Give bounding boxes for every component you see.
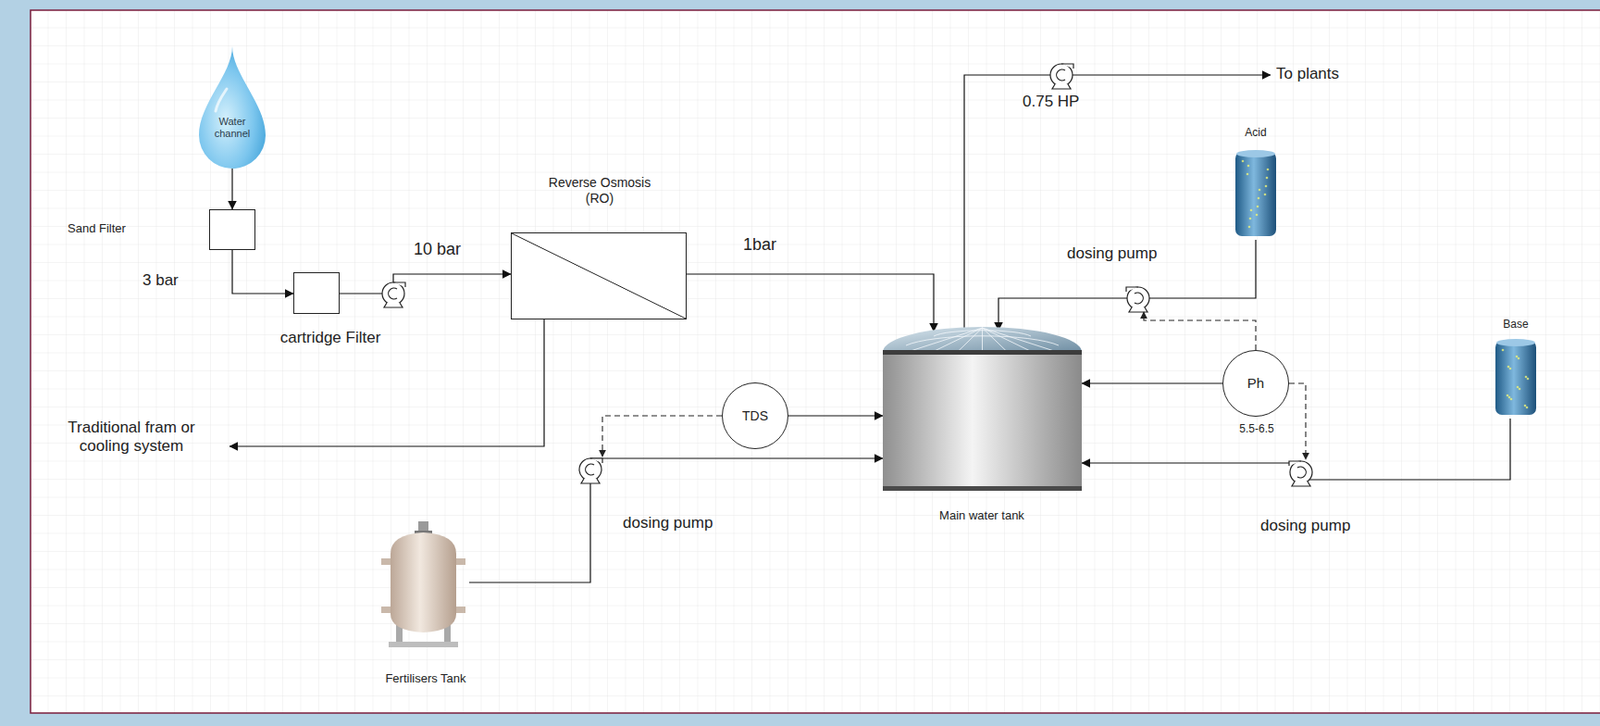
label-holder: 0.75 HP <box>1022 92 1080 112</box>
supply-pump <box>1050 63 1074 89</box>
membrane-line <box>511 233 686 319</box>
node-label: Sand Filter <box>67 221 126 236</box>
fertiliser-vessel <box>377 520 470 648</box>
annotation-label: 3 bar <box>142 271 179 290</box>
flow-line <box>788 414 883 416</box>
flow-line <box>964 74 1271 331</box>
flow-line <box>229 319 545 447</box>
text-holder: 5.5-6.5 <box>1239 421 1274 435</box>
tank-node: Main water tank <box>882 326 1082 491</box>
node-label: Fertilisers Tank <box>384 670 466 686</box>
label-holder: dosing pump <box>622 513 713 533</box>
fert-node: Fertilisers Tank <box>377 520 470 648</box>
text-holder: Acid <box>1244 125 1266 139</box>
node-sublabel: 5.5-6.5 <box>1239 421 1274 435</box>
chemical-cylinder <box>1235 148 1277 240</box>
flow-line <box>232 249 294 294</box>
flow-line <box>1081 382 1223 384</box>
node-label: Base <box>1502 317 1528 331</box>
annotation-label: 1bar <box>743 235 777 256</box>
panel-border <box>30 10 1600 713</box>
fertiliser-dosing-pump <box>579 458 603 484</box>
annotation-label: 10 bar <box>413 239 461 261</box>
node-label: TDS <box>742 408 769 424</box>
rect-node: cartridge Filter <box>293 272 340 314</box>
circle-node: TDS <box>721 382 789 449</box>
node-label: Ph <box>1247 374 1265 392</box>
annotation-label: 0.75 HP <box>1022 92 1080 112</box>
flow-line <box>686 273 934 332</box>
text-holder: Sand Filter <box>67 221 126 236</box>
water-drop <box>198 46 266 169</box>
text-node: To plants <box>1276 64 1340 84</box>
high-pressure-pump <box>382 282 406 308</box>
flow-line <box>469 458 883 583</box>
circle-node: Ph5.5-6.5 <box>1222 349 1290 417</box>
flow-line <box>339 273 511 294</box>
text-node: Traditional fram or cooling system <box>57 418 206 457</box>
label-holder: 1bar <box>743 235 777 256</box>
drop-node: Water channel <box>198 46 266 169</box>
rect-node: Sand Filter <box>209 209 256 250</box>
cyl-node: Acid <box>1235 148 1277 240</box>
text-holder: cartridge Filter <box>280 328 382 348</box>
node-label: cartridge Filter <box>280 328 382 348</box>
text-holder: Main water tank <box>939 508 1025 523</box>
base-dosing-pump <box>1289 460 1313 486</box>
acid-dosing-pump <box>1126 286 1150 312</box>
node-label: Reverse Osmosis (RO) <box>542 174 658 207</box>
label-holder: 10 bar <box>413 239 461 261</box>
annotation-label: dosing pump <box>1260 516 1351 535</box>
node-label: Water channel <box>205 115 260 140</box>
text-holder: Reverse Osmosis (RO) <box>542 174 658 207</box>
label-holder: dosing pump <box>1066 244 1157 263</box>
label-holder: dosing pump <box>1260 516 1351 535</box>
storage-tank <box>882 326 1082 491</box>
cyl-node: Base <box>1495 336 1537 419</box>
node-label: Traditional fram or cooling system <box>57 418 206 457</box>
node-label: Acid <box>1244 125 1266 139</box>
annotation-label: dosing pump <box>622 513 713 533</box>
ro-node: Reverse Osmosis (RO) <box>510 232 687 320</box>
label-holder: 3 bar <box>142 271 179 290</box>
chemical-cylinder <box>1495 336 1537 419</box>
text-holder: Base <box>1502 317 1528 331</box>
node-label: To plants <box>1276 64 1340 84</box>
flow-line <box>998 239 1256 331</box>
annotation-label: dosing pump <box>1066 244 1157 263</box>
node-label: Main water tank <box>939 508 1025 523</box>
text-holder: Fertilisers Tank <box>384 670 466 686</box>
flow-line <box>231 168 233 210</box>
